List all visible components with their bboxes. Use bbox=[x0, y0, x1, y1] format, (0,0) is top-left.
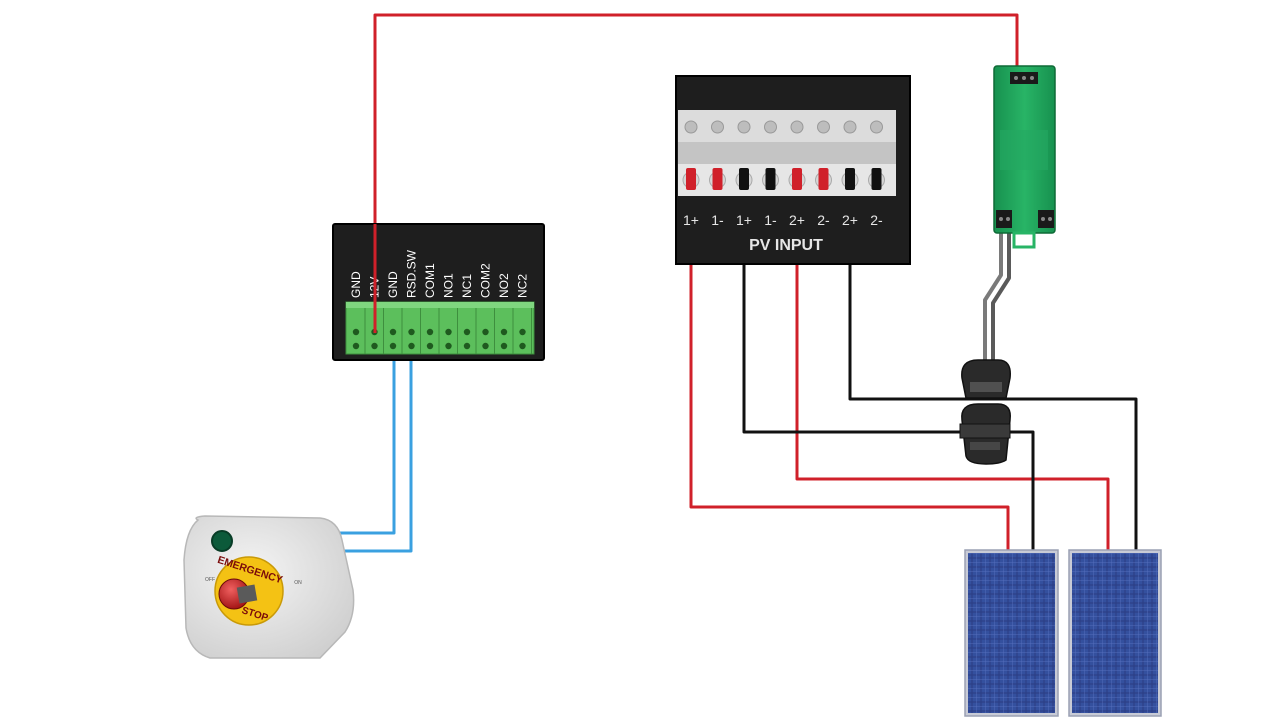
psu-clamp-cable-b bbox=[991, 232, 1011, 362]
pv1-negative-wire bbox=[742, 180, 1035, 551]
relay-terminal-screw bbox=[500, 328, 508, 336]
pv-terminal-lug bbox=[686, 168, 696, 190]
indicator-light bbox=[211, 530, 233, 552]
relay-terminal-screw bbox=[519, 328, 526, 336]
relay-terminal-hole bbox=[482, 342, 489, 350]
relay-terminal-screw bbox=[352, 328, 360, 336]
power-supply bbox=[993, 65, 1056, 249]
pv-terminal-lug bbox=[712, 168, 723, 190]
power-12v-wire bbox=[373, 13, 1019, 333]
relay-terminal-hole bbox=[371, 342, 378, 350]
signal-wire-gnd bbox=[340, 346, 396, 535]
relay-terminal-screw bbox=[408, 328, 415, 336]
pv-terminal-label: 1+ bbox=[736, 212, 752, 228]
pv-terminal-label: 1+ bbox=[683, 212, 699, 228]
pv-terminal-screw bbox=[870, 120, 883, 134]
pv-terminal-lug bbox=[845, 168, 855, 190]
relay-terminal-hole bbox=[352, 342, 360, 350]
signal-wire-rsd bbox=[340, 346, 413, 553]
pv-terminal-lug bbox=[818, 168, 829, 190]
pv-terminal-screw bbox=[711, 120, 724, 134]
relay-terminal-screw bbox=[426, 328, 434, 336]
pv-terminal-label: 2- bbox=[817, 212, 830, 228]
relay-terminal-hole bbox=[389, 342, 397, 350]
relay-terminal-label: RSD.SW bbox=[405, 249, 419, 298]
current-clamp bbox=[959, 359, 1011, 465]
relay-terminal-hole bbox=[445, 342, 452, 350]
pv-terminal-label: 1- bbox=[764, 212, 777, 228]
relay-terminal-label: COM1 bbox=[423, 263, 437, 298]
relay-terminal-hole bbox=[408, 342, 415, 350]
solar-panel-2 bbox=[1068, 549, 1162, 717]
pv-terminal-screw bbox=[764, 120, 777, 134]
pv-terminal-screw bbox=[737, 120, 751, 134]
pv-terminal-screw bbox=[843, 120, 857, 134]
pv-terminal-screw bbox=[817, 120, 830, 134]
pv-terminal-lug bbox=[871, 168, 882, 190]
pv-terminal-label: 2+ bbox=[842, 212, 858, 228]
pv2-positive-wire bbox=[795, 253, 1110, 551]
pv-terminal-label: 2+ bbox=[789, 212, 805, 228]
relay-terminal-label: NO1 bbox=[442, 273, 456, 298]
relay-terminal-label: COM2 bbox=[479, 263, 493, 298]
pv2-negative-wire bbox=[848, 180, 1138, 551]
pv-terminal-screw bbox=[790, 120, 804, 134]
relay-terminal-label: NC1 bbox=[460, 274, 474, 298]
pv-input-box: 1+ 1- 1+ 1- 2+ 2- 2+ 2- PV INPUT bbox=[675, 75, 911, 265]
relay-terminal-label: NO2 bbox=[497, 273, 511, 298]
solar-panel-1 bbox=[964, 549, 1059, 717]
relay-terminal-screw bbox=[482, 328, 489, 336]
relay-terminal-hole bbox=[463, 342, 471, 350]
relay-terminal-hole bbox=[519, 342, 526, 350]
relay-terminal-label: NC2 bbox=[516, 274, 530, 298]
relay-terminal-screw bbox=[463, 328, 471, 336]
pv-terminal-lug bbox=[792, 168, 802, 190]
relay-terminal-label: GND bbox=[349, 271, 363, 298]
relay-terminal-hole bbox=[426, 342, 434, 350]
pv1-positive-wire bbox=[689, 253, 1010, 551]
emergency-stop-box: EMERGENCY STOP OFF ON bbox=[183, 515, 355, 659]
pv-terminal-lug bbox=[765, 168, 776, 190]
relay-terminal-hole bbox=[500, 342, 508, 350]
pv-terminal-label: 1- bbox=[711, 212, 724, 228]
on-label: ON bbox=[294, 580, 302, 586]
relay-terminal-screw bbox=[389, 328, 397, 336]
pv-terminal-lug bbox=[739, 168, 749, 190]
pv-terminal-label: 2- bbox=[870, 212, 883, 228]
psu-clamp-cable-a bbox=[983, 232, 1003, 362]
pv-terminal-screw bbox=[684, 120, 698, 134]
pv-input-title: PV INPUT bbox=[749, 237, 823, 254]
off-label: OFF bbox=[205, 577, 215, 583]
relay-terminal-screw bbox=[445, 328, 452, 336]
relay-terminal-label: GND bbox=[386, 271, 400, 298]
